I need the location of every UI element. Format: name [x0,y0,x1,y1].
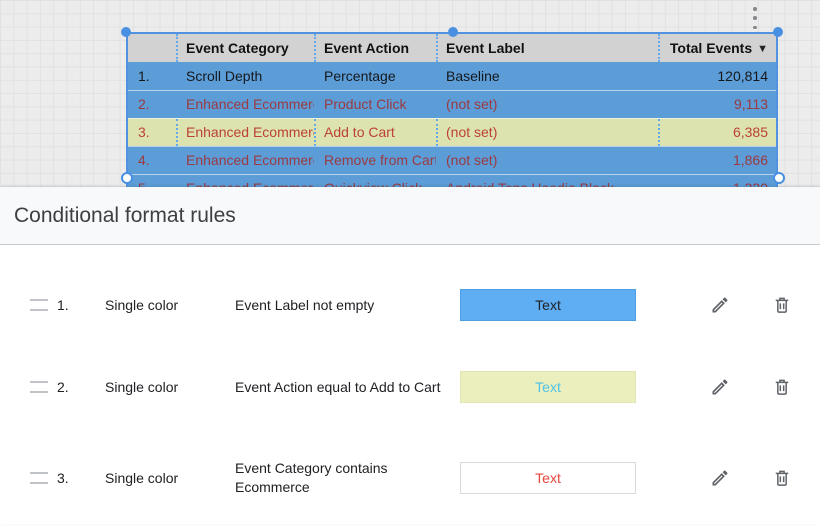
cell-label: (not set) [446,152,498,168]
cell-total: 1,320 [658,175,776,187]
cell-label: Baseline [446,68,500,84]
header-event-label[interactable]: Event Label [436,34,658,62]
drag-handle-icon[interactable] [30,299,48,311]
header-event-action[interactable]: Event Action [314,34,436,62]
cell-action: Quickview Click [314,175,436,187]
rule-index: 2. [57,379,69,395]
cell-action: Percentage [324,68,396,84]
rules-list: 1. Single color Event Label not empty Te… [0,245,820,528]
cell-category: Enhanced Ecommerce [176,175,314,187]
pencil-icon [712,297,728,313]
cell-total: 1,866 [732,152,768,168]
row-number: 1. [138,68,150,84]
header-total-events[interactable]: Total Events▼ [658,34,776,62]
conditional-format-panel: Conditional format rules 1. Single color… [0,187,820,524]
cell-action: Product Click [324,96,407,112]
rule-type: Single color [105,297,179,313]
panel-title: Conditional format rules [14,203,236,227]
delete-rule-button[interactable] [764,460,800,496]
report-canvas[interactable]: Event Category Event Action Event Label … [0,0,820,187]
trash-icon [775,379,789,395]
cell-category: Enhanced Ecommerce [186,152,314,168]
cell-label: (not set) [436,119,658,146]
cell-total: 9,113 [734,96,768,112]
resize-handle-top-center[interactable] [448,27,458,37]
table-row: 4. Enhanced Ecommerce Remove from Cart (… [128,146,776,174]
resize-handle-top-right[interactable] [773,27,783,37]
rule-type: Single color [105,470,179,486]
rule-type: Single color [105,379,179,395]
rule-color-swatch[interactable]: Text [460,371,636,403]
table-header-row: Event Category Event Action Event Label … [128,34,776,62]
cell-category: Scroll Depth [186,68,263,84]
table-row: 5. Enhanced Ecommerce Quickview Click An… [128,174,776,187]
row-number: 5. [128,175,176,187]
cell-total: 120,814 [717,68,768,84]
delete-rule-button[interactable] [764,369,800,405]
rule-index: 3. [57,470,69,486]
panel-header: Conditional format rules [0,187,820,245]
sort-desc-icon: ▼ [757,43,768,55]
rule-row: 3. Single color Event Category contains … [0,428,820,528]
edit-rule-button[interactable] [702,369,738,405]
header-row-number [128,34,176,62]
drag-handle-icon[interactable] [30,472,48,484]
row-number: 2. [138,96,150,112]
trash-icon [775,297,789,313]
cell-action: Add to Cart [314,119,436,146]
edit-rule-button[interactable] [702,460,738,496]
cell-category: Enhanced Ecommerce [186,96,314,112]
trash-icon [775,470,789,486]
resize-handle-top-left[interactable] [121,27,131,37]
cell-total: 6,385 [658,119,776,146]
rule-condition: Event Action equal to Add to Cart [235,378,441,395]
table-row: 1. Scroll Depth Percentage Baseline 120,… [128,62,776,90]
table-row: 2. Enhanced Ecommerce Product Click (not… [128,90,776,118]
rule-color-swatch[interactable]: Text [460,462,636,494]
row-number: 3. [138,124,150,140]
events-table-chart[interactable]: Event Category Event Action Event Label … [126,32,778,187]
rule-condition: Event Category contains Ecommerce [235,460,388,495]
cell-label: (not set) [446,96,498,112]
delete-rule-button[interactable] [764,287,800,323]
cell-category: Enhanced Ecommerce [176,119,314,146]
row-number: 4. [138,152,150,168]
pencil-icon [712,379,728,395]
cell-label: Android Tops Hoodie Black [436,175,658,187]
pencil-icon [712,470,728,486]
rule-row: 1. Single color Event Label not empty Te… [0,264,820,346]
resize-handle-mid-left[interactable] [121,172,133,184]
header-event-category[interactable]: Event Category [176,34,314,62]
table-row: 3. Enhanced Ecommerce Add to Cart (not s… [128,118,776,146]
chart-options-menu-icon[interactable] [749,5,761,31]
rule-color-swatch[interactable]: Text [460,289,636,321]
rule-index: 1. [57,297,69,313]
resize-handle-mid-right[interactable] [773,172,785,184]
drag-handle-icon[interactable] [30,381,48,393]
edit-rule-button[interactable] [702,287,738,323]
cell-action: Remove from Cart [324,152,436,168]
rule-row: 2. Single color Event Action equal to Ad… [0,346,820,428]
rule-condition: Event Label not empty [235,296,375,313]
